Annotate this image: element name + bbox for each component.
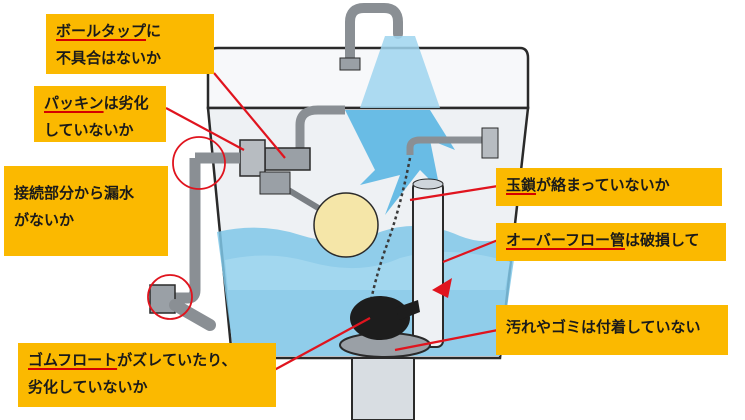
label-chain: 玉鎖が絡まっていないか (496, 168, 722, 206)
packing-keyword: パッキン (44, 94, 104, 112)
ball-chain (368, 157, 412, 306)
ball-tap-keyword: ボールタップ (56, 22, 147, 40)
packing-rest: は劣化 (103, 94, 149, 112)
pointer-arrow-overflow (432, 278, 452, 298)
label-dirt: 汚れやゴミは付着していない (496, 305, 728, 355)
label-packing: パッキンは劣化 していないか (34, 86, 166, 142)
ball-tap-line2: 不具合はないか (56, 49, 162, 67)
joint-circle-lower (147, 274, 193, 320)
pointer-dirt (394, 328, 499, 352)
rubber-flapper (350, 296, 420, 340)
pointer-overflow (442, 238, 499, 264)
label-overflow: オーバーフロー管は破損して (496, 223, 726, 261)
flapper-keyword: ゴムフロート (28, 351, 118, 369)
label-flapper: ゴムフロートがズレていたり、 劣化していないか (18, 343, 276, 407)
packing-line2: していないか (44, 121, 134, 139)
flapper-rest: がズレていたり、 (117, 351, 237, 369)
flush-lever (406, 127, 499, 159)
pointer-packing (165, 107, 245, 151)
pointer-lines (165, 72, 499, 376)
supply-spout (339, 3, 440, 108)
chain-rest: が絡まっていないか (536, 176, 670, 194)
pointer-chain (409, 184, 499, 202)
flapper-line2: 劣化していないか (28, 378, 148, 396)
joint-circle-upper (172, 136, 226, 190)
joint-line2: がないか (14, 211, 75, 229)
overflow-rest: は破損して (624, 231, 700, 249)
label-joint: 接続部分から漏水 がないか (4, 166, 168, 256)
ball-tap-rest: に (146, 22, 162, 40)
overflow-keyword: オーバーフロー管 (506, 231, 625, 249)
label-ball-tap: ボールタップに 不具合はないか (46, 14, 214, 74)
water-splash (345, 110, 455, 215)
inlet-pipe (149, 152, 240, 331)
pointer-flapper (264, 317, 371, 376)
ball-tap-assembly (239, 105, 379, 258)
tank-base (351, 357, 415, 420)
float-ball (313, 192, 379, 258)
chain-keyword: 玉鎖 (506, 176, 537, 194)
overflow-pipe (412, 178, 444, 348)
dirt-line1: 汚れやゴミは付着していない (506, 318, 701, 336)
joint-line1: 接続部分から漏水 (14, 184, 135, 202)
pointer-ball-tap (213, 72, 286, 159)
